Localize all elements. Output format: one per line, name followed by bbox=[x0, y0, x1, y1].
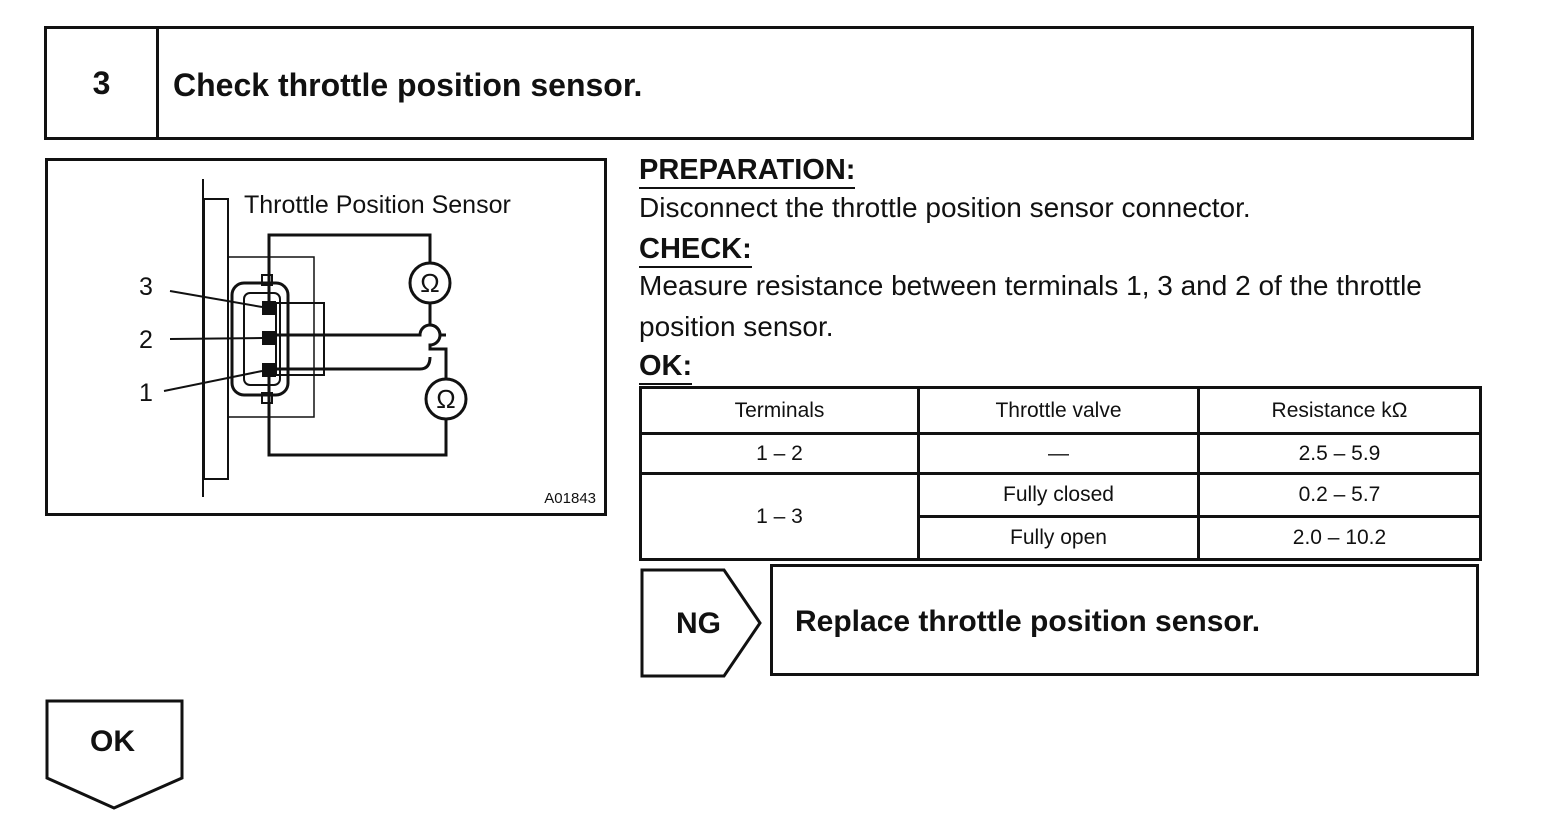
table-row: Fully open 2.0 – 10.2 bbox=[641, 515, 1482, 561]
preparation-text: Disconnect the throttle position sensor … bbox=[639, 192, 1251, 223]
check-text-line-1: Measure resistance between terminals 1, … bbox=[639, 270, 1422, 301]
terminal-1-leader bbox=[163, 370, 263, 392]
resistance-spec-table: Terminals Throttle valve Resistance kΩ 1… bbox=[639, 386, 1482, 561]
table-cell-resistance: 2.0 – 10.2 bbox=[1197, 515, 1482, 561]
ohmmeter-2-icon bbox=[424, 377, 468, 421]
ng-action-text: Replace throttle position sensor. bbox=[795, 605, 1261, 638]
figure-code: A01843 bbox=[544, 490, 596, 507]
ok-next-label: OK bbox=[90, 725, 135, 758]
ohmmeter-2-symbol: Ω bbox=[436, 384, 455, 414]
table-header-throttle-valve: Throttle valve bbox=[917, 386, 1200, 435]
table-header-row: Terminals Throttle valve Resistance kΩ bbox=[639, 386, 1482, 435]
ng-arrow-icon bbox=[640, 568, 762, 678]
table-cell-valve: Fully closed bbox=[917, 472, 1200, 518]
terminal-label-1: 1 bbox=[139, 379, 153, 407]
terminal-3-pin bbox=[262, 301, 276, 315]
table-cell-resistance: 2.5 – 5.9 bbox=[1197, 432, 1482, 475]
terminal-label-2: 2 bbox=[139, 326, 153, 354]
ng-label: NG bbox=[676, 607, 721, 640]
connector-latch bbox=[261, 274, 273, 286]
wire-terminal-3 bbox=[267, 233, 432, 301]
table-cell-valve: Fully open bbox=[917, 515, 1200, 561]
wiring-diagram-svg: Ω Ω Throttle Position Sensor 3 2 1 A0184… bbox=[139, 179, 596, 507]
check-heading: CHECK: bbox=[639, 233, 752, 268]
wire-terminal-2-branch bbox=[276, 356, 432, 371]
ng-action-box: Replace throttle position sensor. bbox=[770, 564, 1479, 676]
check-text-line-2: position sensor. bbox=[639, 311, 834, 342]
step-number: 3 bbox=[47, 29, 159, 137]
ohmmeter-1-icon bbox=[408, 261, 452, 305]
sensor-mount bbox=[275, 302, 325, 376]
step-header: 3 Check throttle position sensor. bbox=[44, 26, 1474, 140]
table-row: 1 – 2 — 2.5 – 5.9 bbox=[639, 432, 1482, 475]
wire-terminal-1 bbox=[267, 377, 448, 457]
table-cell-terminals: 1 – 2 bbox=[639, 432, 920, 475]
wire-terminal-2 bbox=[276, 323, 446, 337]
terminal-label-3: 3 bbox=[139, 273, 153, 301]
figure-title: Throttle Position Sensor bbox=[244, 191, 511, 219]
ohmmeter-1-symbol: Ω bbox=[420, 268, 439, 298]
table-header-terminals: Terminals bbox=[639, 386, 920, 435]
sensor-diagram: Ω Ω Throttle Position Sensor 3 2 1 A0184… bbox=[45, 158, 607, 516]
terminal-1-pin bbox=[262, 363, 276, 377]
terminal-3-leader bbox=[169, 290, 263, 308]
step-title: Check throttle position sensor. bbox=[173, 67, 643, 103]
ok-spec-heading: OK: bbox=[639, 350, 693, 385]
table-cell-resistance: 0.2 – 5.7 bbox=[1197, 472, 1482, 518]
table-header-resistance: Resistance kΩ bbox=[1197, 386, 1482, 435]
terminal-2-leader bbox=[169, 337, 263, 340]
wire-meter-1-return bbox=[428, 299, 448, 383]
ok-arrow-icon bbox=[45, 699, 184, 810]
table-cell-valve: — bbox=[917, 432, 1200, 475]
table-row: 1 – 3 Fully closed 0.2 – 5.7 bbox=[639, 472, 1482, 561]
terminal-2-pin bbox=[262, 331, 276, 345]
preparation-heading: PREPARATION: bbox=[639, 154, 856, 189]
sensor-body bbox=[227, 256, 315, 418]
connector-latch-bottom bbox=[261, 392, 273, 404]
table-cell-terminals: 1 – 3 bbox=[639, 472, 920, 561]
